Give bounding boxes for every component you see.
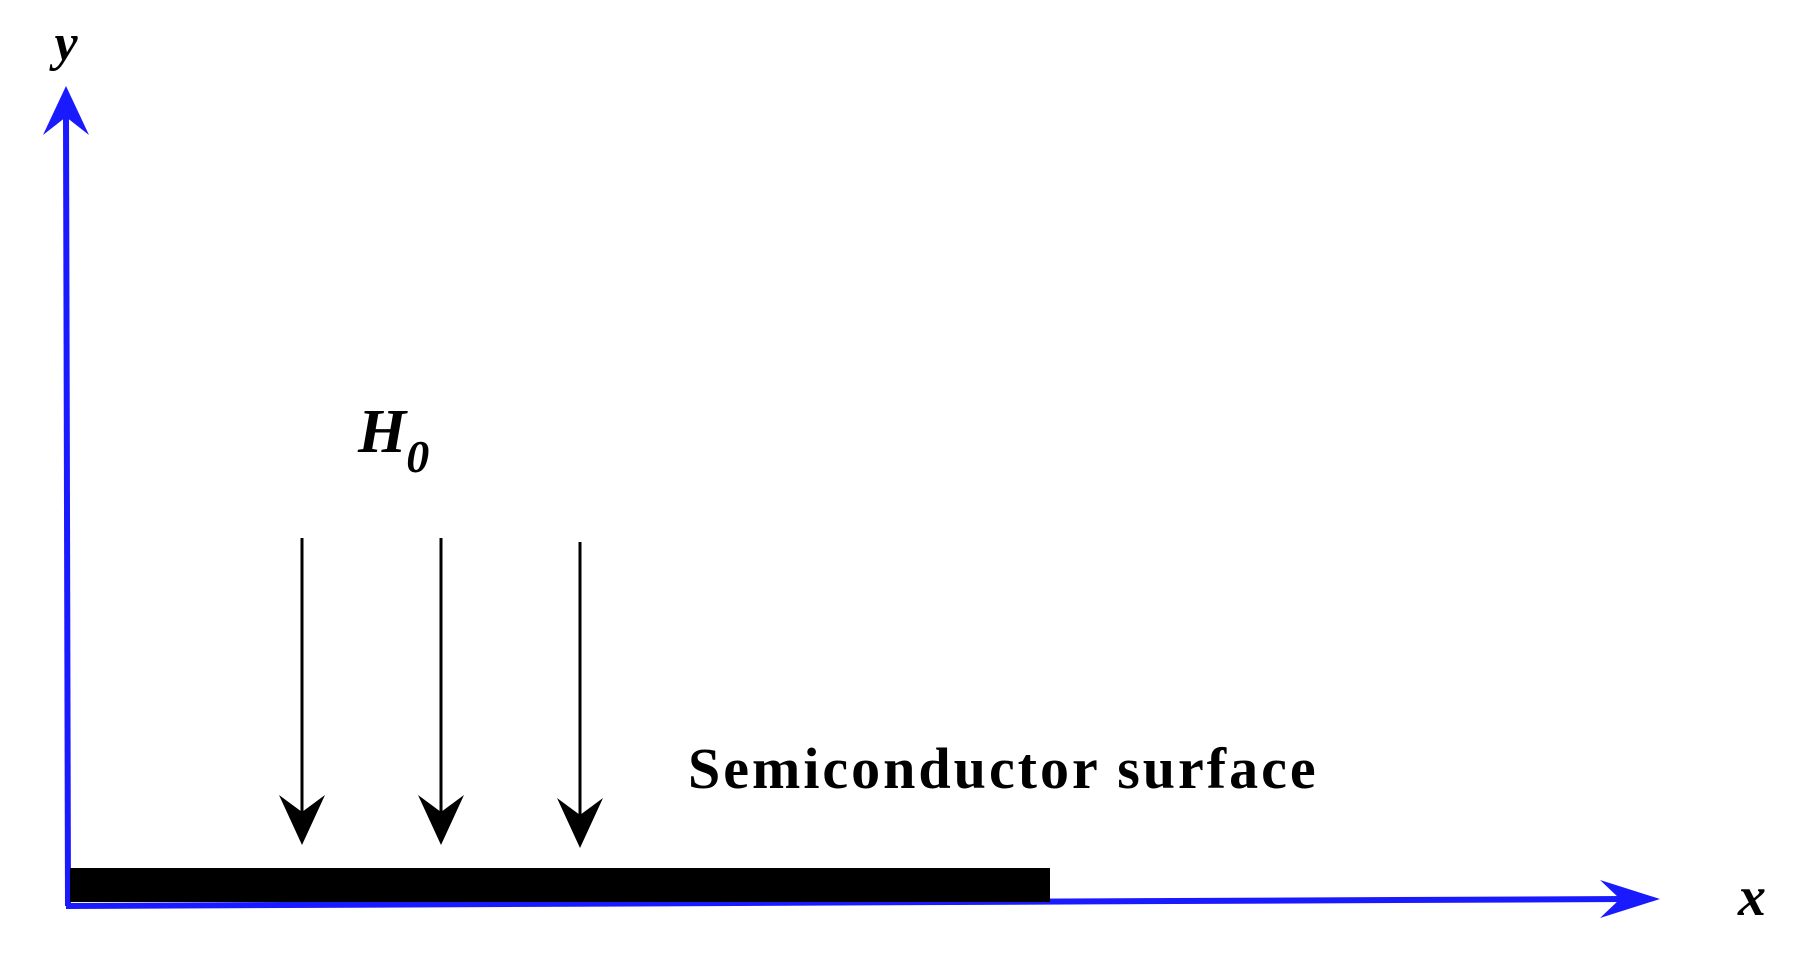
field-arrows xyxy=(279,538,603,848)
field-arrow xyxy=(279,538,325,845)
x-axis: x xyxy=(65,866,1766,928)
field-symbol: H xyxy=(357,398,408,466)
field-subscript: 0 xyxy=(406,431,429,482)
x-axis-line xyxy=(65,896,1626,909)
field-arrow xyxy=(418,538,464,845)
x-axis-label: x xyxy=(1737,866,1766,928)
y-axis-line xyxy=(63,114,71,907)
field-label: H0 xyxy=(357,398,429,482)
y-axis-label: y xyxy=(48,15,78,72)
y-axis-arrowhead xyxy=(43,86,89,135)
x-axis-arrowhead xyxy=(1600,880,1660,918)
field-arrow xyxy=(557,542,603,848)
y-axis: y xyxy=(43,15,89,907)
surface-label: Semiconductor surface xyxy=(688,736,1319,801)
semiconductor-surface-bar xyxy=(70,868,1050,902)
